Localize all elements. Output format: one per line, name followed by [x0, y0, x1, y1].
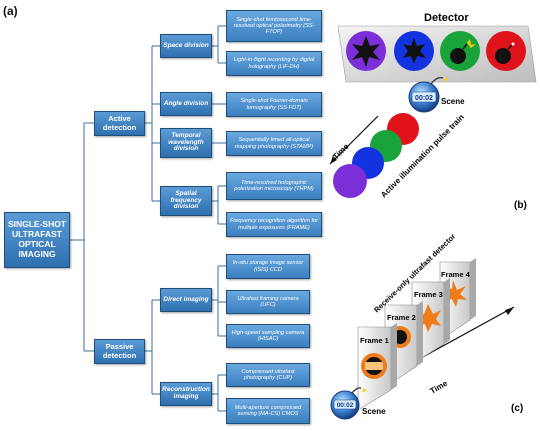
reconstruction-imaging-node: Reconstruction imaging — [160, 382, 212, 406]
frame-label-1: Frame 1 — [360, 336, 389, 345]
time-label-c: Time — [429, 378, 450, 395]
root-node: SINGLE-SHOT ULTRAFAST OPTICAL IMAGING — [4, 212, 70, 268]
scene-label-c: Scene — [362, 407, 386, 416]
leaf-ufc: Ultrafast framing camera (UFC) — [226, 290, 310, 314]
leaf-ma-cs-cmos: Multi-aperture compressed sensing (MA-CS… — [226, 398, 310, 424]
detector-plate — [337, 25, 537, 83]
frame-label-4: Frame 4 — [441, 270, 471, 279]
scene-timer: 00:02 — [415, 95, 433, 102]
pulse-purple — [333, 164, 367, 198]
space-division-node: Space division — [160, 34, 212, 58]
panel-label-a: (a) — [3, 4, 18, 18]
leaf-thpm: Time-resolved holographic polerization m… — [226, 172, 322, 200]
explosion-icon — [416, 304, 441, 332]
leaf-stamp: Sequentially timed all-optical mapping p… — [226, 131, 322, 156]
frame-label-2: Frame 2 — [387, 313, 416, 322]
detector-label: Detector — [424, 12, 469, 24]
panel-label-b: (b) — [514, 200, 527, 211]
passive-detection-node: Passive detection — [94, 339, 145, 364]
time-arrow-c — [505, 307, 514, 315]
leaf-isis-ccd: In-situ storage image sensor (ISIS) CCD — [226, 254, 310, 279]
leaf-ss-ftop: Single-shot femtosecond time-resolved op… — [226, 10, 322, 42]
active-detection-node: Active detection — [94, 111, 145, 136]
explosion-icon — [444, 280, 467, 307]
explosion-icon — [352, 36, 380, 67]
scene-timer-c: 00:02 — [337, 402, 354, 409]
scene-label-b: Scene — [441, 97, 465, 106]
leaf-ss-fdt: Single-shot Fourier-domain tomography (S… — [226, 92, 322, 117]
leaf-lif-dh: Light-in-flight recording by digital hol… — [226, 51, 322, 76]
leaf-cup: Compressed ultrafast photography (CUP) — [226, 363, 310, 387]
spatial-frequency-division-node: Spatial frequency division — [160, 186, 212, 216]
bomb-icon — [495, 48, 511, 64]
panel-label-c: (c) — [511, 403, 523, 414]
explosion-icon — [403, 38, 426, 64]
bomb-icon — [450, 48, 466, 64]
frame-label-3: Frame 3 — [414, 290, 443, 299]
direct-imaging-node: Direct imaging — [160, 288, 212, 312]
leaf-frame: Frequency recognition algorithm for mult… — [226, 212, 322, 237]
angle-division-node: Angle division — [160, 92, 212, 116]
temporal-wavelength-division-node: Temporal wavelength division — [160, 128, 212, 158]
time-arrow-b — [330, 156, 337, 164]
leaf-hisac: High-speed sampling camera (HISAC) — [226, 324, 310, 348]
